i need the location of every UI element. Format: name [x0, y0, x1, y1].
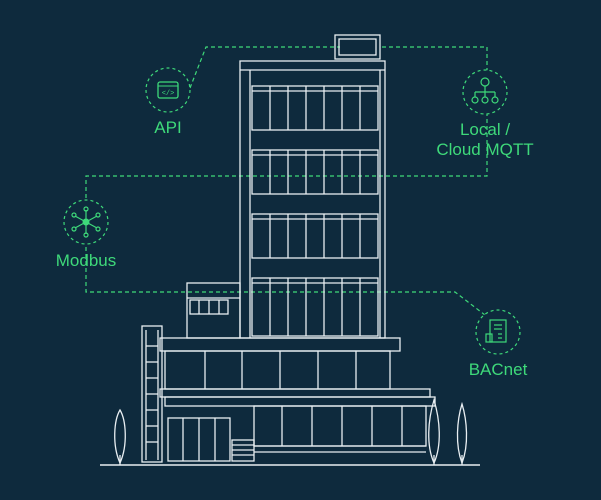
bacnet-label: BACnet [468, 360, 528, 379]
control-panel-icon [475, 309, 521, 355]
code-window-icon: </> [145, 67, 191, 113]
network-hierarchy-icon [462, 69, 508, 115]
mqtt-label: Local / Cloud MQTT [425, 120, 545, 160]
api-label: API [154, 118, 182, 137]
building-illustration [100, 34, 480, 466]
modbus-label: Modbus [55, 251, 117, 270]
connector-mqtt [382, 46, 488, 72]
connector-lines [85, 46, 488, 316]
connector-mqtt-lower [85, 112, 488, 205]
hub-network-icon [63, 199, 109, 245]
mqtt-label-line1: Local / [459, 120, 511, 139]
svg-text:</>: </> [162, 90, 175, 98]
connector-api [189, 46, 340, 89]
mqtt-label-line2: Cloud MQTT [436, 140, 534, 159]
